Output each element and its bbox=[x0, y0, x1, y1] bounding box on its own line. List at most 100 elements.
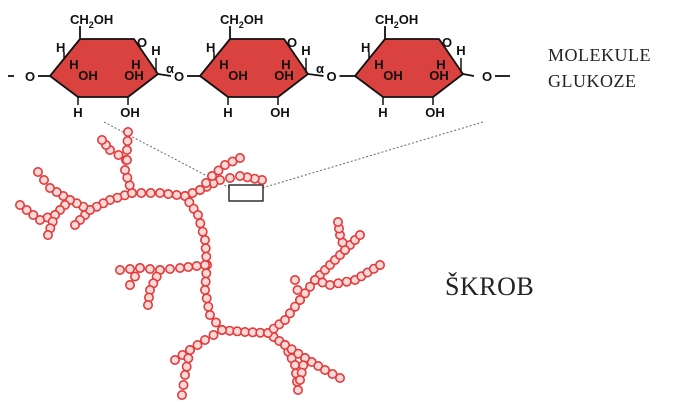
glucose-bead bbox=[115, 264, 126, 275]
glucose-bead bbox=[207, 171, 218, 182]
link-oxygen-label: O bbox=[326, 69, 336, 84]
label-glucose: GLUKOZE bbox=[548, 71, 637, 91]
glucose-bead bbox=[192, 339, 203, 350]
starch-branch bbox=[332, 217, 350, 256]
starch-branches bbox=[15, 127, 385, 400]
glucose-bead bbox=[143, 299, 154, 310]
glucose-bead bbox=[374, 259, 385, 270]
glucose-bead bbox=[34, 215, 45, 226]
glucose-bead bbox=[332, 217, 343, 228]
h-label: H bbox=[301, 43, 310, 58]
glucose-bead bbox=[195, 185, 206, 196]
glucose-bead bbox=[122, 145, 133, 156]
glucose-bead bbox=[200, 243, 211, 254]
glucose-bead bbox=[205, 309, 216, 320]
starch-branch bbox=[195, 153, 246, 196]
glucose-bead bbox=[200, 284, 211, 295]
h-label: H bbox=[281, 57, 290, 72]
glucose-bead bbox=[225, 173, 236, 184]
label-starch: ŠKROB bbox=[445, 272, 535, 301]
zoom-box bbox=[228, 184, 264, 202]
alpha-label: α bbox=[316, 61, 324, 76]
glucose-bead bbox=[145, 188, 156, 199]
h-label: H bbox=[436, 57, 445, 72]
glucose-bead bbox=[294, 374, 305, 385]
glucose-bead bbox=[130, 271, 141, 282]
glucose-bead bbox=[217, 324, 228, 335]
glucose-bead bbox=[193, 210, 204, 221]
glucose-bead bbox=[354, 230, 365, 241]
zoom-line-right bbox=[261, 121, 484, 189]
glucose-bead bbox=[125, 279, 136, 290]
glucose-bead bbox=[97, 135, 108, 146]
glucose-bead bbox=[38, 175, 49, 186]
glucose-bead bbox=[341, 276, 352, 287]
h-label: H bbox=[69, 57, 78, 72]
glucose-bead bbox=[44, 183, 55, 194]
glucose-bead bbox=[125, 263, 136, 274]
starch-branch bbox=[42, 210, 60, 241]
glucose-bead bbox=[185, 344, 196, 355]
glucose-bead bbox=[42, 230, 53, 241]
glucose-bead bbox=[122, 155, 133, 166]
oh-label: OH bbox=[78, 68, 98, 83]
ch2oh-label: CH2OH bbox=[220, 12, 263, 30]
ring-oxygen-label: O bbox=[137, 35, 147, 50]
glucose-bead bbox=[319, 364, 330, 375]
glucose-bead bbox=[120, 165, 131, 176]
h-label: H bbox=[206, 40, 215, 55]
label-molecules: MOLEKULE bbox=[548, 45, 651, 65]
glucose-bead bbox=[191, 260, 202, 271]
glucose-bead bbox=[286, 344, 297, 355]
glucose-bead bbox=[183, 261, 194, 272]
glucose-bead bbox=[284, 308, 295, 319]
oh-label: OH bbox=[429, 68, 449, 83]
oh-label: OH bbox=[124, 68, 144, 83]
starch-branch bbox=[70, 171, 267, 231]
oh-label: OH bbox=[228, 68, 248, 83]
glucose-bead bbox=[208, 329, 219, 340]
oh-label: OH bbox=[425, 105, 445, 120]
ring-oxygen-label: O bbox=[287, 35, 297, 50]
h-label: H bbox=[73, 105, 82, 120]
glucose-bead bbox=[327, 368, 338, 379]
glucose-bead bbox=[197, 226, 208, 237]
glucose-bead bbox=[292, 384, 303, 395]
h-label: H bbox=[151, 43, 160, 58]
glucose-bead bbox=[211, 317, 222, 328]
glucose-bead bbox=[289, 359, 300, 370]
glucose-bead bbox=[279, 314, 290, 325]
starch-branch bbox=[143, 264, 166, 310]
glucose-bead bbox=[333, 278, 344, 289]
glucose-bead bbox=[181, 361, 192, 372]
glucose-bead bbox=[113, 150, 124, 161]
glucose-bead bbox=[304, 281, 315, 292]
glucose-bead bbox=[203, 301, 214, 312]
glucose-bead bbox=[294, 294, 305, 305]
glucose-bead bbox=[145, 263, 156, 274]
glucose-bead bbox=[201, 293, 212, 304]
glucose-bead bbox=[235, 153, 246, 164]
glucose-bead bbox=[15, 200, 25, 211]
glucose-bead bbox=[123, 127, 134, 138]
starch-branch bbox=[177, 344, 196, 400]
glucose-bead bbox=[122, 136, 133, 147]
glucose-bead bbox=[32, 167, 43, 178]
glucose-bead bbox=[201, 251, 212, 262]
glucose-bead bbox=[180, 369, 191, 380]
glucose-bead bbox=[21, 205, 32, 216]
glucose-bead bbox=[170, 354, 181, 365]
zoom-indicator bbox=[103, 121, 484, 202]
starch-branch bbox=[97, 135, 133, 166]
oh-label: OH bbox=[120, 105, 140, 120]
starch-branch bbox=[120, 127, 138, 199]
h-label: H bbox=[361, 40, 370, 55]
glucose-bead bbox=[165, 263, 176, 274]
oh-label: OH bbox=[383, 68, 403, 83]
glucose-bead bbox=[163, 189, 174, 200]
glucose-bead bbox=[289, 301, 300, 312]
glucose-bead bbox=[324, 279, 335, 290]
ch2oh-label: CH2OH bbox=[70, 12, 113, 30]
